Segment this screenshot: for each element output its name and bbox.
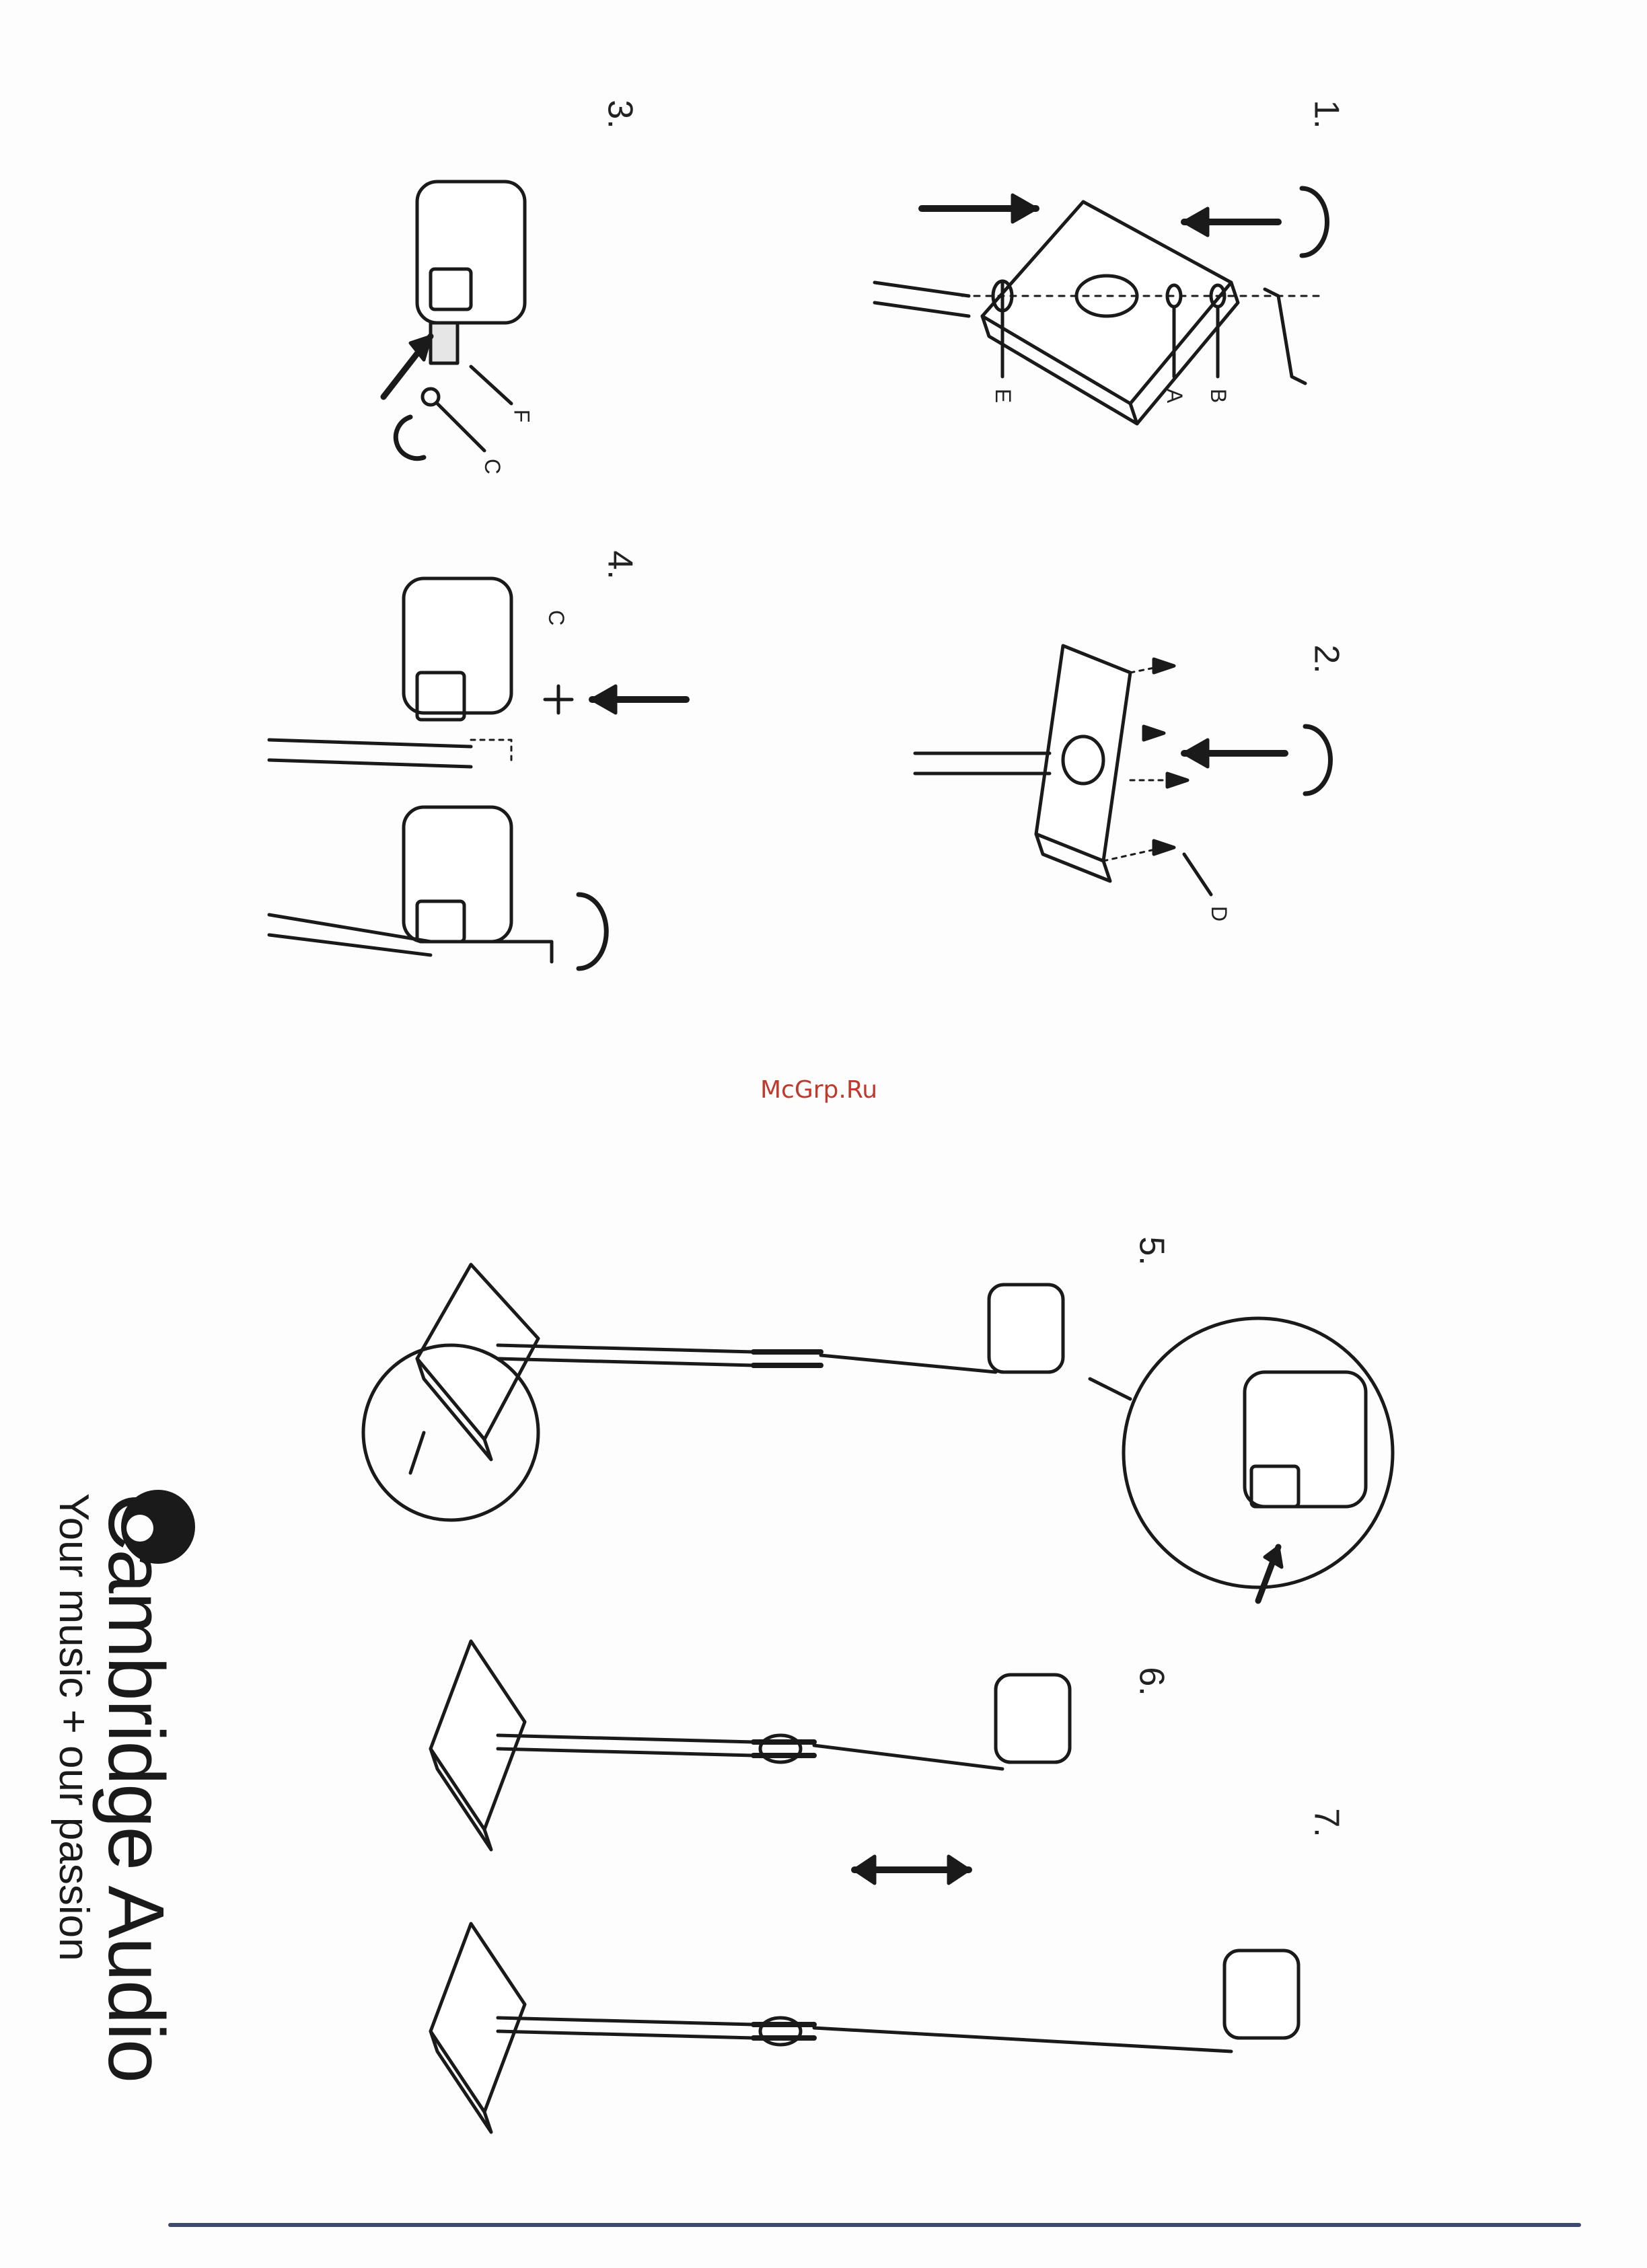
- brand-name: Cambridge Audio: [90, 1493, 182, 2082]
- part-label-c-step4: C: [544, 610, 569, 626]
- part-label-e: E: [990, 389, 1015, 403]
- step4-figure: [269, 578, 686, 969]
- step7-figure: [431, 1641, 1298, 2132]
- step-number-3: 3.: [600, 100, 640, 128]
- watermark: McGrp.Ru: [760, 1076, 877, 1104]
- part-label-a: A: [1162, 389, 1187, 403]
- step-number-6: 6.: [1132, 1667, 1172, 1696]
- part-label-c: C: [480, 459, 505, 474]
- step-number-7: 7.: [1307, 1808, 1347, 1837]
- bottom-rule: [168, 2223, 1581, 2227]
- step1-figure: [875, 188, 1327, 424]
- brand-block: Cambridge Audio Your music + our passion: [0, 1493, 87, 2193]
- brand-tagline: Your music + our passion: [50, 1493, 98, 1961]
- step-number-1: 1.: [1307, 100, 1347, 128]
- step-number-4: 4.: [600, 550, 640, 579]
- part-label-d: D: [1206, 906, 1231, 921]
- part-label-f: F: [509, 410, 534, 423]
- step-number-2: 2.: [1307, 644, 1347, 673]
- step3-figure: [383, 182, 525, 459]
- part-label-b: B: [1206, 389, 1231, 403]
- step5-figure: [363, 1264, 1393, 1601]
- step-number-5: 5.: [1132, 1236, 1172, 1265]
- step2-figure: [915, 646, 1331, 895]
